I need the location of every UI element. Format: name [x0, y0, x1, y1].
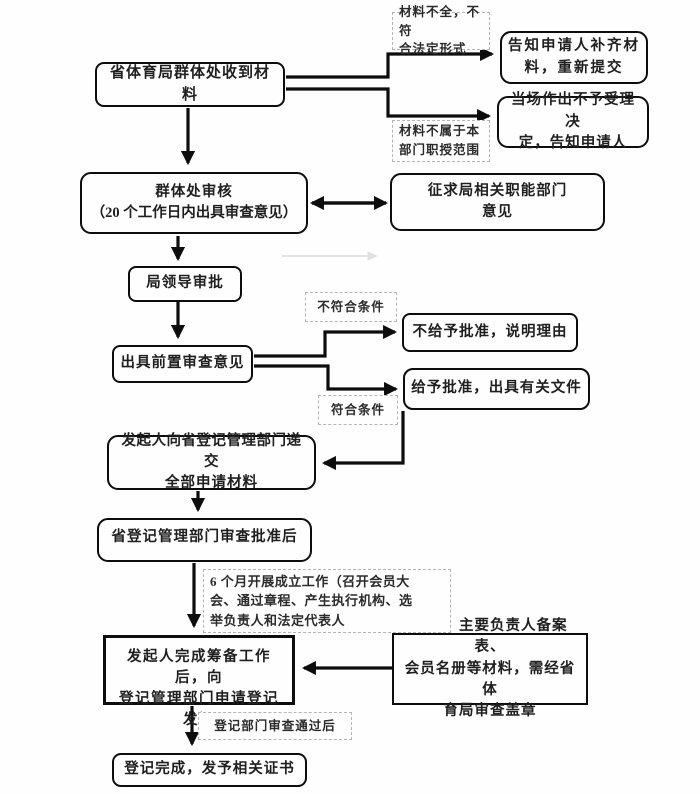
label-text: 登记部门审查通过后: [214, 718, 336, 733]
label-line: 举负责人和法定代表人: [210, 612, 346, 628]
label-outside-scope: 材料不属于本 部门职授范围: [392, 120, 490, 162]
node-submit-registration: 发起人向省登记管理部门递交 全部申请材料: [107, 433, 316, 491]
arrow-opinion-to-noapproval: [254, 324, 398, 358]
node-notify-resubmit: 告知申请人补齐材 料，重新提交: [500, 31, 648, 84]
node-line: 全部申请材料: [165, 475, 258, 492]
node-receive-materials: 省体育局群体处收到材料: [95, 62, 285, 107]
node-reject-on-spot: 当场作出不予受理决 定，告知申请人: [497, 92, 649, 151]
node-line: 章程、主要负责人备案表、: [412, 618, 568, 656]
node-line: 当场作出不予受理决: [511, 92, 635, 130]
node-line: 意见: [482, 204, 513, 220]
node-grant-approval: 给予批准，出具有关文件: [403, 368, 590, 410]
node-line: （20 个工作日内出具审查意见）: [90, 205, 298, 221]
node-line: 会员名册等材料，需经省体: [404, 660, 576, 698]
node-leader-approval: 局领导审批: [128, 266, 242, 302]
node-no-approval: 不给予批准，说明理由: [402, 313, 578, 352]
label-review-passed: 登记部门审查通过后: [198, 712, 352, 740]
node-stamped-materials: 章程、主要负责人备案表、 会员名册等材料，需经省体 育局审查盖章: [392, 618, 588, 719]
node-label: 给予批准，出具有关文件: [411, 380, 582, 397]
label-line: 材料不属于本: [399, 124, 481, 139]
node-line: 群体处审核: [155, 183, 233, 200]
label-line: 6 个月开展成立工作（召开会员大: [210, 573, 410, 589]
label-qualified: 符合条件: [318, 395, 398, 425]
node-label: 出具前置审查意见: [120, 355, 245, 372]
node-line: 料，重新提交: [524, 59, 624, 76]
label-line: 材料不全，不符: [399, 4, 481, 38]
node-label: 省体育局群体处收到材料: [109, 64, 270, 103]
node-registration-complete: 登记完成，发予相关证书: [112, 753, 307, 787]
node-line: 征求局相关职能部门: [427, 182, 568, 199]
arrow-opinion-to-approval: [254, 364, 399, 397]
node-label: 省登记管理部门审查批准后: [111, 529, 298, 545]
node-line: 育局审查盖章: [443, 702, 537, 719]
arrow-approval-to-submit: [321, 411, 405, 471]
node-preliminary-opinion: 出具前置审查意见: [112, 345, 253, 383]
label-line: 合法定形式: [399, 42, 467, 57]
node-registration-approved: 省登记管理部门审查批准后: [97, 518, 312, 562]
arrow-receive-to-resubmit: [286, 46, 495, 79]
label-line: 会、通过章程、产生执行机构、选: [210, 593, 413, 609]
node-label: 登记完成，发予相关证书: [124, 761, 295, 778]
node-consult-departments: 征求局相关职能部门 意见: [390, 173, 605, 231]
arrow-receive-to-reject: [286, 87, 492, 124]
node-label: 不给予批准，说明理由: [412, 323, 568, 340]
node-line: 告知申请人补齐材: [508, 38, 640, 55]
node-line: 发起人完成筹备工作后，向: [127, 649, 271, 687]
label-text: 符合条件: [330, 402, 385, 417]
label-text: 不符合条件: [317, 299, 385, 314]
node-apply-certificate: 发起人完成筹备工作后，向 登记管理部门申请登记发证: [103, 635, 295, 728]
node-line: 发起人向省登记管理部门递交: [121, 432, 302, 470]
label-six-months: 6 个月开展成立工作（召开会员大 会、通过章程、产生执行机构、选 举负责人和法定…: [203, 569, 451, 633]
label-incomplete-materials: 材料不全，不符 合法定形式: [392, 5, 490, 56]
node-label: 局领导审批: [146, 275, 224, 292]
label-not-qualified: 不符合条件: [305, 292, 397, 322]
node-line: 定，告知申请人: [518, 134, 628, 151]
node-division-review: 群体处审核 （20 个工作日内出具审查意见）: [80, 172, 308, 234]
label-line: 部门职授范围: [399, 143, 481, 157]
